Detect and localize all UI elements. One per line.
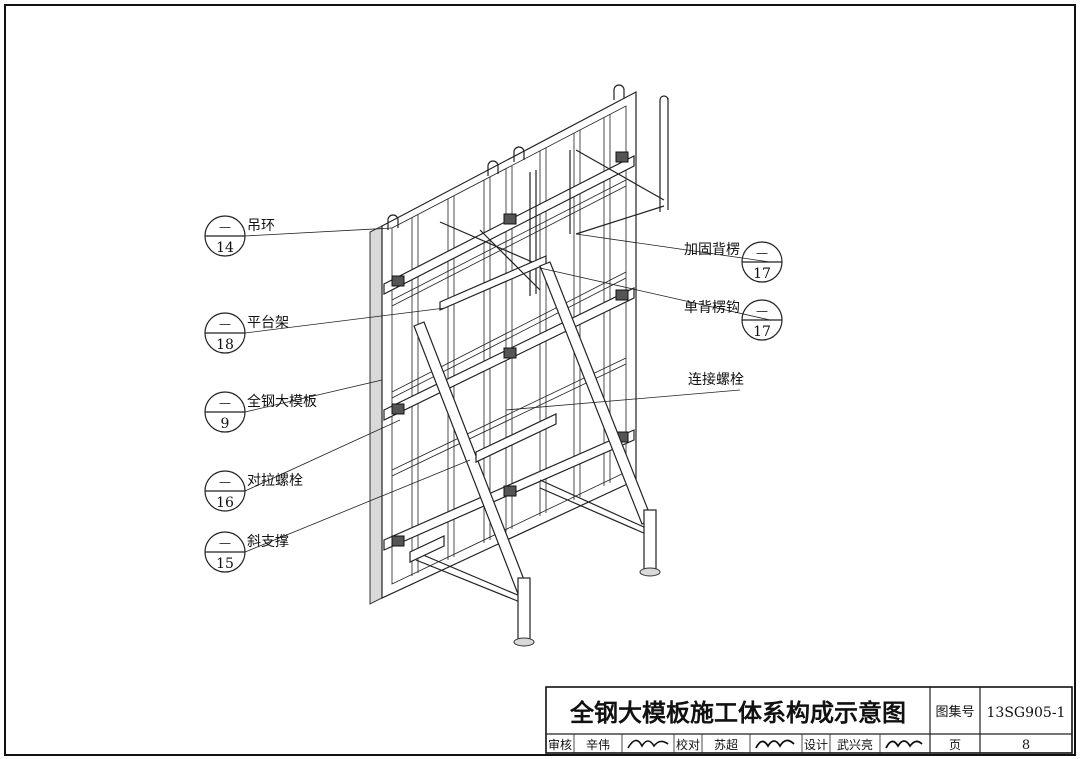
callout-reinforcing-waler: — 17 加固背楞 [684, 241, 783, 283]
steel-panel [381, 91, 637, 599]
callout-detail-no: 9 [221, 416, 230, 432]
callout-connecting-bolt: 连接螺栓 [688, 371, 744, 388]
checker-name: 苏超 [714, 737, 738, 752]
designer-signature [885, 740, 923, 749]
callout-detail-no: 14 [216, 240, 234, 256]
diagonal-braces [413, 261, 661, 647]
atlas-no: 13SG905-1 [987, 705, 1066, 721]
checker-signature [755, 739, 795, 749]
callout-dash: — [756, 246, 768, 260]
designer-name: 武兴亮 [837, 737, 873, 752]
waler-clamps [391, 151, 629, 547]
callout-dash: — [219, 475, 231, 489]
check-label: 校对 [676, 737, 700, 752]
leader-lines [244, 227, 771, 553]
callout-dash: — [219, 396, 231, 410]
callout-detail-no: 15 [216, 556, 234, 572]
callout-diagonal-brace: — 15 斜支撑 [204, 531, 289, 573]
callout-detail-no: 18 [216, 337, 234, 353]
callout-platform-frame: — 18 平台架 [204, 312, 289, 354]
callout-label: 吊环 [247, 218, 275, 234]
review-label: 审核 [548, 737, 572, 752]
callout-label: 连接螺栓 [688, 371, 744, 388]
callout-label: 加固背楞 [684, 242, 740, 258]
platform-frame [439, 95, 669, 311]
callout-steel-formwork: — 9 全钢大模板 [204, 391, 317, 433]
callout-lifting-ring: — 14 吊环 [204, 215, 275, 257]
page-no: 8 [1022, 738, 1030, 753]
title-block: 全钢大模板施工体系构成示意图 图集号 13SG905-1 审核 辛伟 校对 苏超… [545, 686, 1073, 754]
callout-label: 对拉螺栓 [247, 473, 303, 489]
callout-detail-no: 17 [753, 266, 771, 282]
callout-dash: — [219, 317, 231, 331]
tie-bolt-brackets [409, 413, 557, 563]
reviewer-signature [627, 739, 669, 749]
drawing-border [4, 4, 1076, 756]
right-callouts: — 17 加固背楞 — 17 单背楞钩 连接螺栓 [684, 241, 783, 388]
callout-detail-no: 16 [216, 495, 234, 511]
drawing-title: 全钢大模板施工体系构成示意图 [569, 699, 906, 727]
callout-single-waler-hook: — 17 单背楞钩 [684, 299, 783, 341]
callout-label: 平台架 [247, 315, 289, 331]
panel-edge [369, 225, 383, 605]
callout-dash: — [219, 220, 231, 234]
callout-label: 斜支撑 [247, 534, 289, 550]
callout-dash: — [756, 304, 768, 318]
callout-dash: — [219, 536, 231, 550]
formwork-illustration [369, 84, 669, 647]
callout-label: 全钢大模板 [247, 393, 317, 410]
callout-detail-no: 17 [753, 324, 771, 340]
left-callouts: — 14 吊环 — 18 平台架 — 9 全钢大模板 — 16 对拉螺栓 [204, 215, 317, 573]
design-label: 设计 [804, 738, 828, 752]
page-label: 页 [949, 738, 961, 752]
reviewer-name: 辛伟 [586, 738, 610, 752]
callout-label: 单背楞钩 [684, 300, 740, 316]
atlas-no-label: 图集号 [935, 704, 974, 720]
callout-tie-bolt: — 16 对拉螺栓 [204, 470, 303, 512]
lifting-rings [387, 84, 625, 230]
